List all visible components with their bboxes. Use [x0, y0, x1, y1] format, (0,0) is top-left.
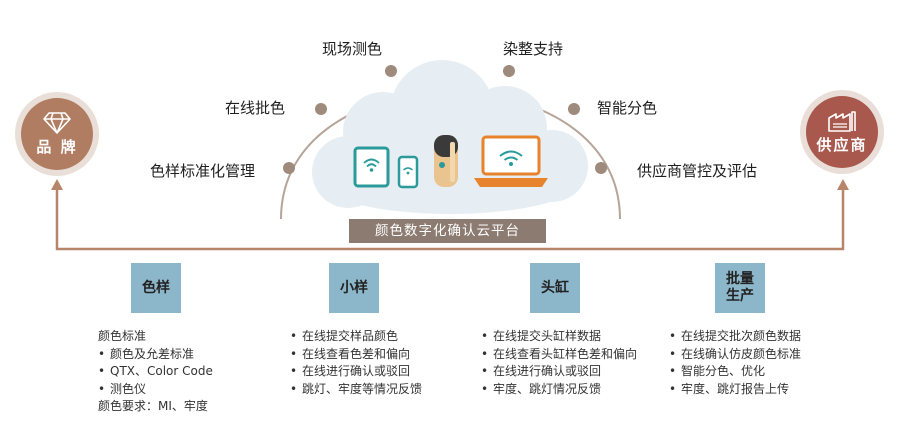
arc-label-standardization: 色样标准化管理	[150, 162, 256, 180]
desc-line: 测色仪	[98, 381, 213, 399]
arrowhead-supplier	[837, 179, 849, 190]
desc-line: 在线查看头缸样色差和偏向	[481, 346, 637, 364]
colorimeter-icon	[434, 135, 458, 187]
supplier-circle: 供应商	[806, 96, 878, 168]
desc-line: 颜色及允差标准	[98, 346, 213, 364]
desc-line: 牢度、跳灯报告上传	[669, 381, 801, 399]
desc-line: 在线进行确认或驳回	[290, 363, 422, 381]
arc-label-onsite-measure: 现场测色	[322, 40, 383, 58]
desc-line: 在线提交头缸样数据	[481, 328, 637, 346]
diamond-icon	[43, 111, 71, 134]
desc-line: 颜色要求：MI、牢度	[98, 399, 208, 413]
stage-desc-first-batch: 在线提交头缸样数据 在线查看头缸样色差和偏向 在线进行确认或驳回 牢度、跳灯情况…	[481, 328, 637, 398]
brand-circle: 品 牌	[21, 98, 93, 170]
arc-node-dyeing-support	[503, 65, 515, 77]
brand-node: 品 牌	[15, 92, 99, 176]
stage-title-line: 色样	[142, 279, 170, 296]
factory-icon	[828, 110, 856, 132]
desc-line: QTX、Color Code	[98, 363, 213, 381]
stage-title-line: 批量	[726, 271, 754, 287]
arc-label-supplier-control: 供应商管控及评估	[637, 162, 758, 180]
stage-desc-mass-production: 在线提交批次颜色数据 在线确认仿皮颜色标准 智能分色、优化 牢度、跳灯报告上传	[669, 328, 801, 398]
desc-line: 在线进行确认或驳回	[481, 363, 637, 381]
stage-title-line: 头缸	[541, 279, 569, 296]
arrowhead-brand	[51, 179, 63, 190]
tablet-icon	[353, 146, 390, 188]
desc-line: 智能分色、优化	[669, 363, 801, 381]
stage-box-small-sample: 小样	[329, 263, 379, 313]
phone-icon	[397, 155, 419, 189]
arc-label-online-approval: 在线批色	[225, 99, 286, 117]
desc-line: 在线确认仿皮颜色标准	[669, 346, 801, 364]
stage-desc-color-sample: 颜色标准 颜色及允差标准 QTX、Color Code 测色仪 颜色要求：MI、…	[98, 328, 213, 416]
platform-bar: 颜色数字化确认云平台	[349, 219, 546, 243]
stage-title-line: 小样	[340, 279, 368, 296]
stage-desc-small-sample: 在线提交样品颜色 在线查看色差和偏向 在线进行确认或驳回 跳灯、牢度等情况反馈	[290, 328, 422, 398]
stage-box-first-batch: 头缸	[530, 263, 580, 313]
desc-line: 跳灯、牢度等情况反馈	[290, 381, 422, 399]
arc-node-onsite-measure	[385, 65, 397, 77]
brand-label: 品 牌	[36, 137, 78, 156]
arc-label-smart-sorting: 智能分色	[597, 99, 658, 117]
arc-node-standardization	[283, 162, 295, 174]
arc-node-smart-sorting	[568, 103, 580, 115]
arc-node-supplier-control	[595, 162, 607, 174]
desc-line: 在线查看色差和偏向	[290, 346, 422, 364]
stage-box-mass-production: 批量 生产	[715, 263, 765, 313]
arc-label-dyeing-support: 染整支持	[503, 40, 564, 58]
desc-line: 颜色标准	[98, 329, 147, 343]
supplier-node: 供应商	[800, 90, 884, 174]
desc-line: 在线提交批次颜色数据	[669, 328, 801, 346]
stage-title-line: 生产	[726, 288, 754, 304]
stage-box-color-sample: 色样	[131, 263, 181, 313]
desc-line: 牢度、跳灯情况反馈	[481, 381, 637, 399]
laptop-icon	[474, 135, 548, 187]
flow-arrow-line	[55, 188, 845, 251]
supplier-label: 供应商	[816, 135, 868, 154]
arc-node-online-approval	[315, 103, 327, 115]
desc-line: 在线提交样品颜色	[290, 328, 422, 346]
